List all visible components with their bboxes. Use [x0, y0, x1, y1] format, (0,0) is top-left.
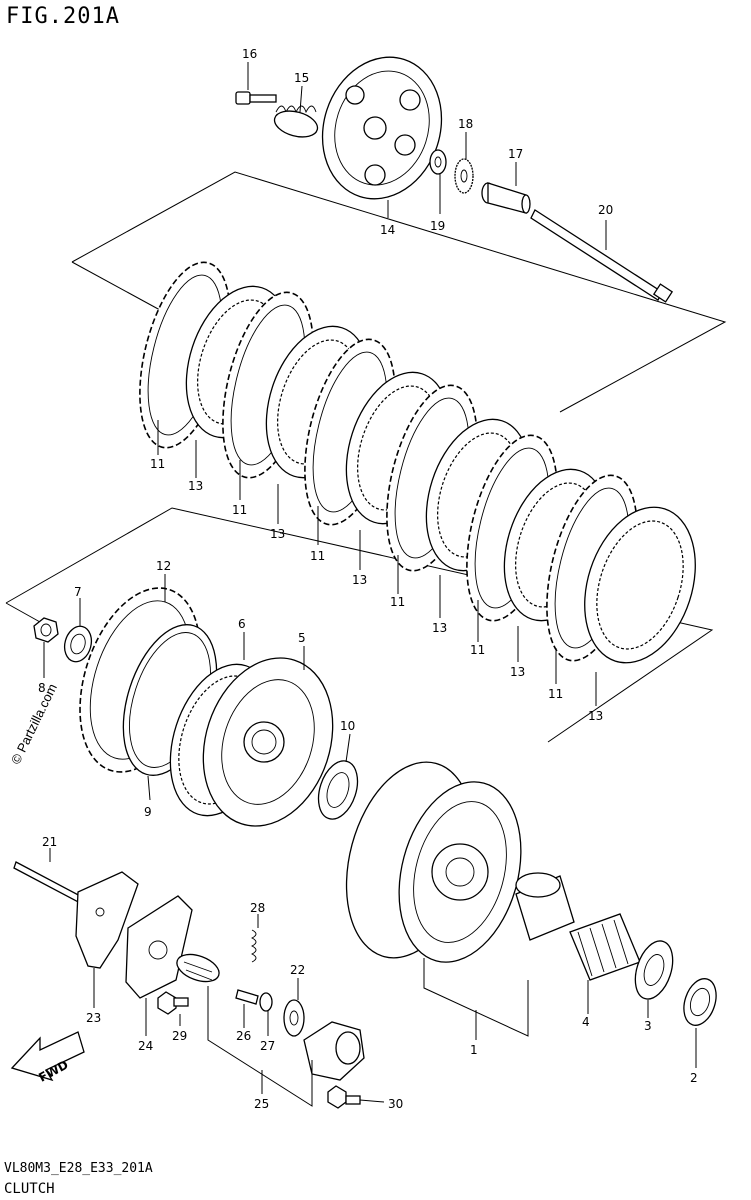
pin-26 [235, 989, 259, 1005]
spacer [515, 872, 575, 941]
release-screw [176, 953, 220, 983]
callout-12: 12 [156, 559, 171, 573]
callout-16: 16 [242, 47, 257, 61]
callout-30: 30 [388, 1097, 403, 1111]
upper-stack-bracket [71, 171, 727, 413]
callout-19: 19 [430, 219, 445, 233]
callout-28: 28 [250, 901, 265, 915]
bolt-29 [157, 991, 189, 1015]
bearing-18 [454, 158, 474, 194]
sleeve-hub-5 [169, 657, 334, 827]
callout-3: 3 [644, 1019, 652, 1033]
callout-13-d: 13 [432, 621, 447, 635]
spring-28 [250, 929, 257, 963]
figure-title: FIG.201A [6, 4, 120, 29]
callout-2: 2 [690, 1071, 698, 1085]
callout-23: 23 [86, 1011, 101, 1025]
callout-11-f: 11 [548, 687, 563, 701]
callout-11-b: 11 [232, 503, 247, 517]
washer-19 [429, 149, 447, 175]
push-rod-20 [530, 209, 674, 303]
callout-11-c: 11 [310, 549, 325, 563]
callout-22: 22 [290, 963, 305, 977]
callout-11-d: 11 [390, 595, 405, 609]
callout-13-e: 13 [510, 665, 525, 679]
callout-13-a: 13 [188, 479, 203, 493]
nut-8 [33, 617, 59, 643]
callout-labels: 16 15 14 19 18 17 20 11 13 11 13 11 13 1… [36, 47, 697, 1111]
washer-3 [634, 940, 674, 1000]
callout-15: 15 [294, 71, 309, 85]
callout-4: 4 [582, 1015, 590, 1029]
callout-9: 9 [144, 805, 152, 819]
callout-27: 27 [260, 1039, 275, 1053]
callout-11-e: 11 [470, 643, 485, 657]
release-cover [303, 1021, 365, 1081]
washer-7 [63, 625, 93, 663]
callout-17: 17 [508, 147, 523, 161]
callout-14: 14 [380, 223, 395, 237]
callout-25: 25 [254, 1097, 269, 1111]
forward-arrow-icon [10, 1031, 85, 1082]
callout-20: 20 [598, 203, 613, 217]
needle-bearing-4 [569, 913, 641, 981]
callout-8: 8 [38, 681, 46, 695]
callout-5: 5 [298, 631, 306, 645]
washer-10 [317, 760, 359, 820]
figure-code: VL80M3_E28_E33_201A [4, 1161, 153, 1176]
release-shaft-21 [13, 861, 85, 905]
bolt-30 [327, 1085, 361, 1109]
callout-21: 21 [42, 835, 57, 849]
clutch-housing-1 [345, 761, 522, 963]
callout-13-b: 13 [270, 527, 285, 541]
leader-lines [43, 62, 697, 1107]
release-bracket-24 [125, 895, 193, 999]
callout-6: 6 [238, 617, 246, 631]
release-plate-23 [75, 871, 139, 969]
pressure-plate [321, 56, 443, 200]
callout-29: 29 [172, 1029, 187, 1043]
callout-1: 1 [470, 1043, 478, 1057]
callout-18: 18 [458, 117, 473, 131]
spring-15 [273, 105, 319, 138]
bolt-16 [235, 91, 277, 105]
callout-10: 10 [340, 719, 355, 733]
steel-plate-6 [584, 506, 696, 664]
lower-stack-bracket [5, 507, 714, 743]
bearing-22 [283, 999, 305, 1037]
push-piece-17 [481, 182, 531, 214]
callout-7: 7 [74, 585, 82, 599]
callout-26: 26 [236, 1029, 251, 1043]
washer-2 [683, 978, 717, 1026]
callout-24: 24 [138, 1039, 153, 1053]
callout-13-c: 13 [352, 573, 367, 587]
figure-caption: CLUTCH [4, 1181, 55, 1197]
washer-27 [259, 992, 273, 1012]
callout-13-f: 13 [588, 709, 603, 723]
callout-11-a: 11 [150, 457, 165, 471]
